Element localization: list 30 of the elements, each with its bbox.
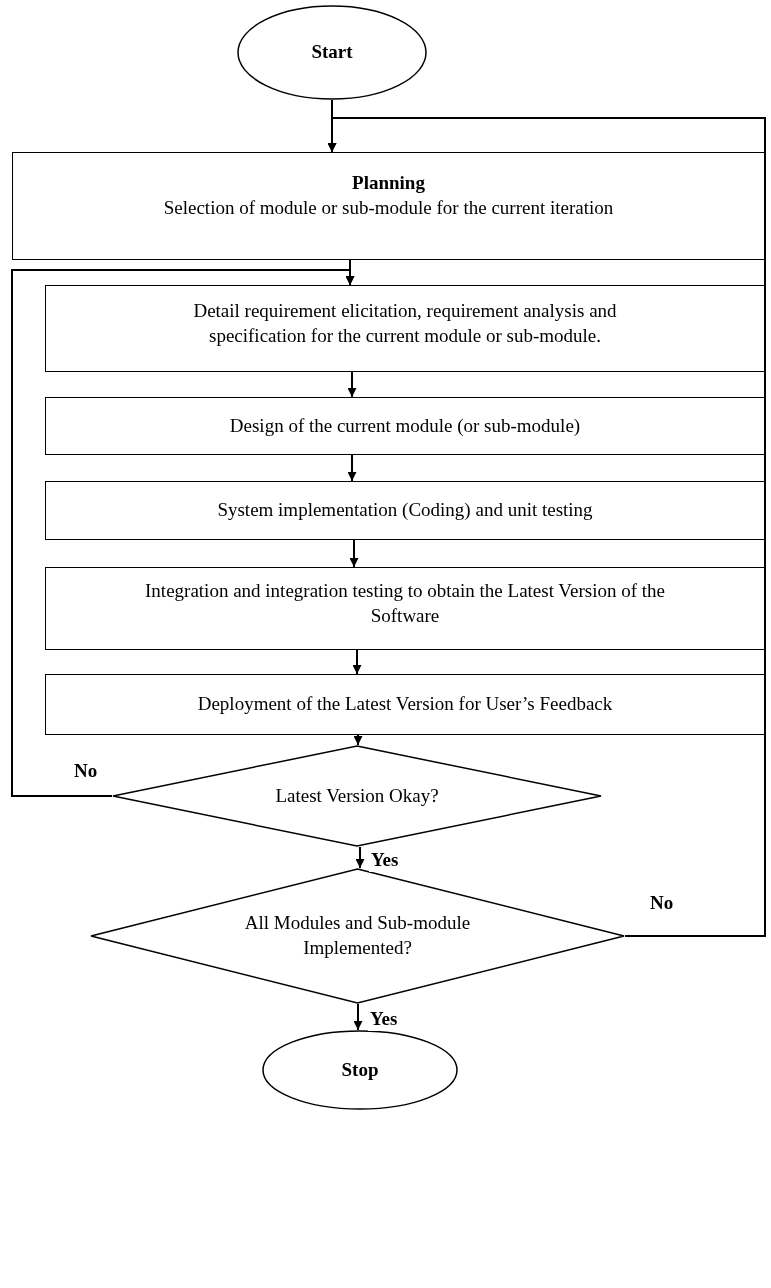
arrow [352,649,362,675]
arrow [11,269,355,797]
arrow [353,1003,363,1031]
decision-diamond [112,745,602,847]
arrow [347,454,357,482]
start-ellipse [237,5,427,100]
box-text: Stop [341,1057,379,1082]
arrow [353,734,363,746]
process-box [45,481,765,540]
box-text: All Modules and Sub-module Implemented? [243,911,472,960]
arrow [347,371,357,398]
process-box [45,285,765,372]
box-text: System implementation (Coding) and unit testing [217,498,593,523]
arrow [327,117,766,937]
box-heading: Planning [352,171,425,196]
arrow [355,846,365,869]
box-text: Design of the current module (or sub-module) [229,413,581,438]
arrow [349,539,359,568]
box-text: Detail requirement elicitation, requirement analysis and specification for the current module or sub-module. [192,298,618,348]
stop-ellipse [262,1030,458,1110]
box-text: Start [311,40,353,65]
box-text: Deployment of the Latest Version for User’s Feedback [197,692,613,717]
process-box [45,567,765,650]
process-box [45,397,765,455]
process-box [45,674,765,735]
box-text: Integration and integration testing to obtain the Latest Version of the Software [144,578,666,628]
decision-diamond [90,868,625,1004]
process-box [12,152,765,260]
box-text: Latest Version Okay? [275,783,439,808]
box-text: Selection of module or sub-module for the current iteration [163,196,614,220]
